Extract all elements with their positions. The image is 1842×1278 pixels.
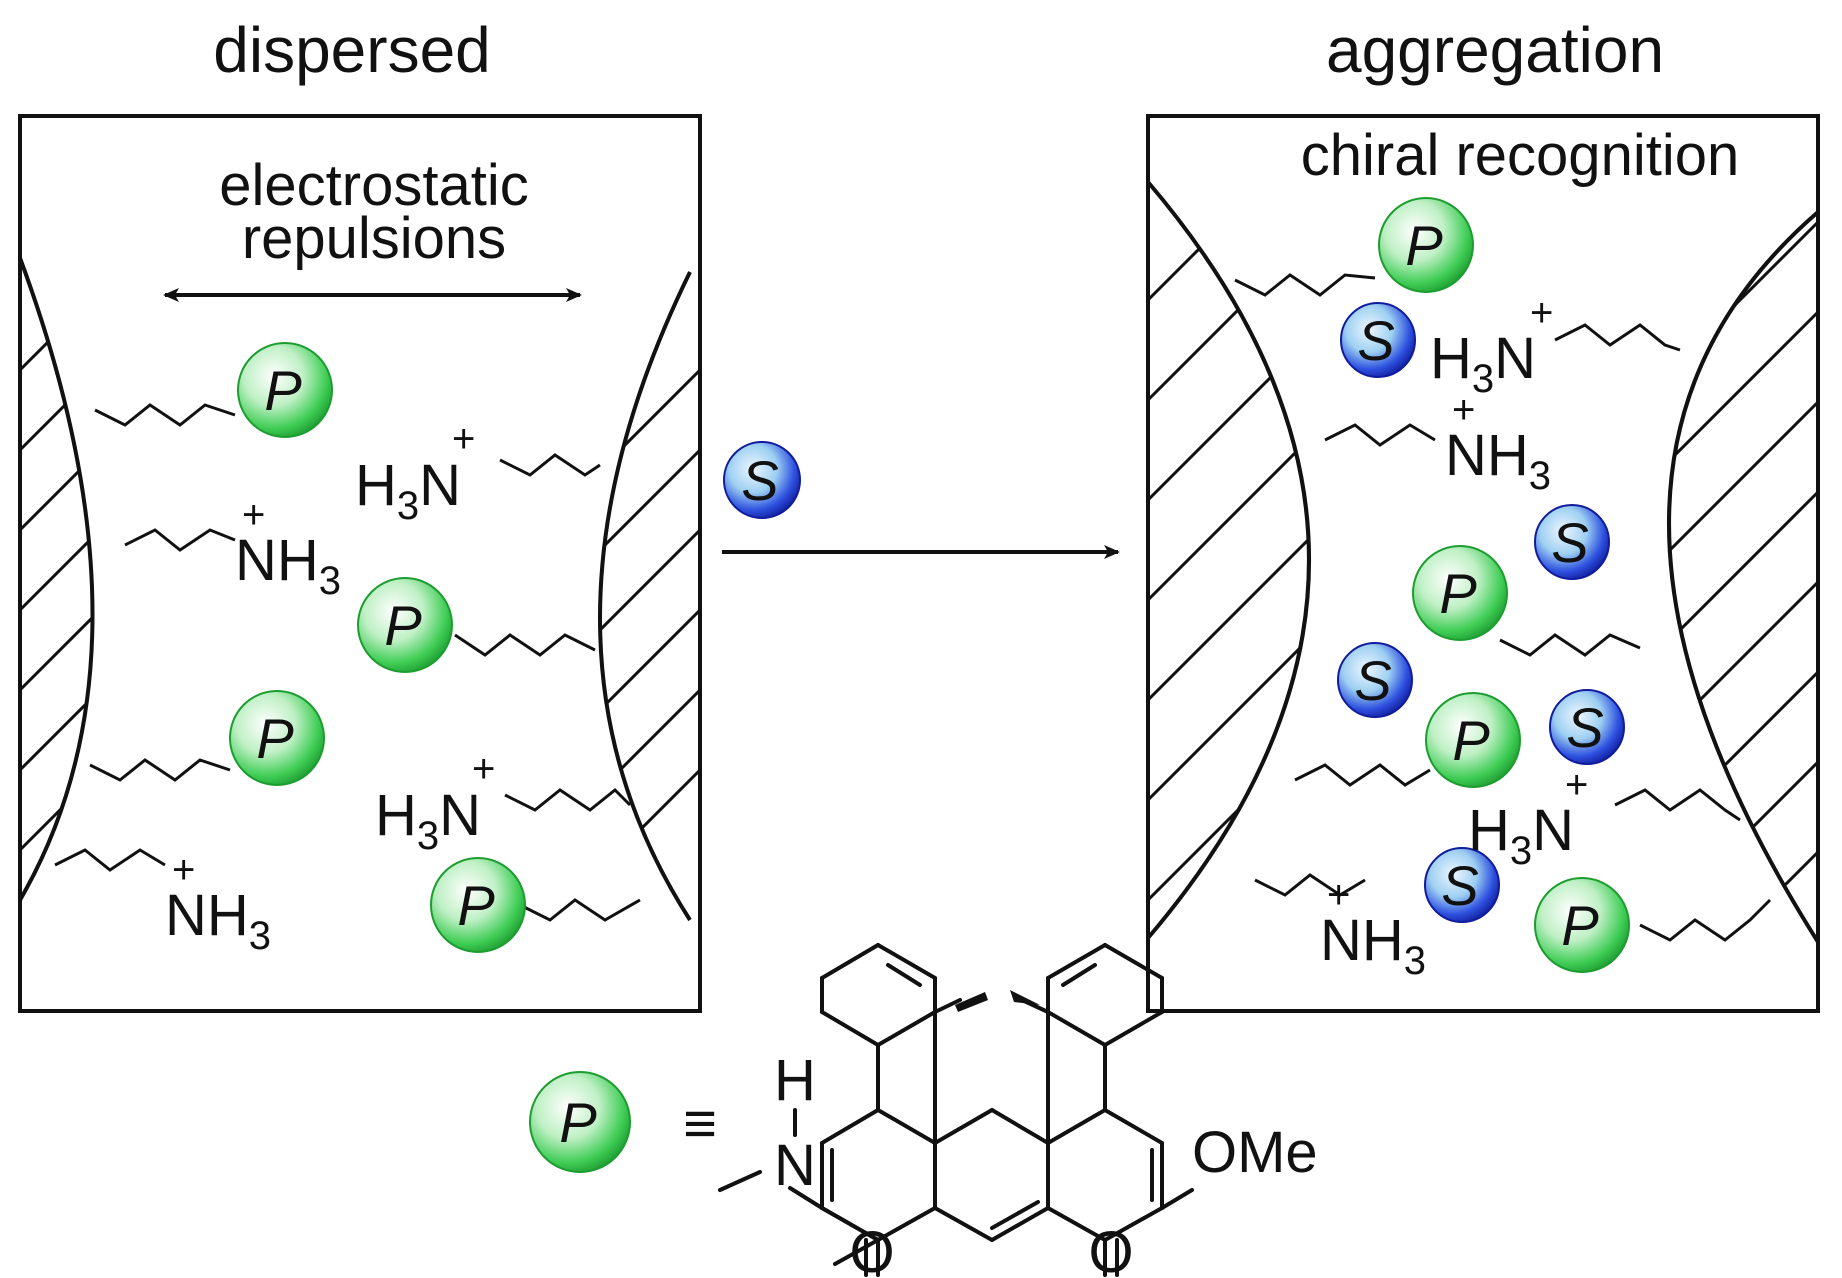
p-bead: P: [529, 1071, 631, 1173]
amide-n: N: [774, 1133, 816, 1198]
svg-text:S: S: [1566, 696, 1603, 759]
p-bead: P: [357, 577, 453, 673]
electrostatic-label: electrostatic: [219, 153, 528, 218]
s-bead: S: [1340, 302, 1416, 378]
s-bead: S: [723, 441, 801, 519]
svg-text:+: +: [472, 747, 495, 791]
right-linkers: [1234, 273, 1772, 942]
svg-text:P: P: [1561, 894, 1598, 957]
h3n-plus-group: H3N +: [355, 417, 475, 528]
svg-text:P: P: [1452, 709, 1489, 772]
svg-text:NH3: NH3: [235, 528, 341, 603]
equivalence-symbol: ≡: [683, 1091, 717, 1156]
ester-o: O: [1088, 1220, 1133, 1278]
p-bead: P: [1378, 197, 1474, 293]
svg-text:P: P: [1405, 214, 1442, 277]
s-bead: S: [1424, 847, 1500, 923]
svg-text:P: P: [256, 707, 293, 770]
h3n-plus-group: H3N +: [1468, 763, 1588, 873]
right-particle-surface-b: [1667, 210, 1820, 944]
p-bead: P: [1425, 692, 1521, 788]
nh3-plus-group: NH3 +: [165, 848, 271, 958]
svg-text:NH3: NH3: [1320, 908, 1426, 983]
p-bead: P: [430, 857, 526, 953]
svg-text:S: S: [1354, 649, 1391, 712]
svg-text:H3N: H3N: [1430, 326, 1536, 401]
stereo-wedge-bond: [1010, 990, 1040, 1005]
nh3-plus-group: NH3 +: [1320, 873, 1426, 983]
p-bead: P: [1412, 545, 1508, 641]
s-bead: S: [1534, 504, 1610, 580]
left-linkers: [54, 403, 641, 922]
svg-text:P: P: [457, 874, 494, 937]
repulsions-label: repulsions: [242, 206, 506, 271]
s-bead: S: [1337, 642, 1413, 718]
amide-o: O: [849, 1220, 894, 1278]
left-particle-surface-a: [18, 257, 95, 902]
ester-ome: OMe: [1192, 1120, 1318, 1185]
left-particle-surface-b: [598, 271, 700, 922]
s-bead: S: [1549, 689, 1625, 765]
chiral-recognition-label: chiral recognition: [1301, 123, 1739, 188]
svg-text:+: +: [242, 493, 265, 537]
svg-text:+: +: [452, 417, 475, 461]
h3n-plus-group: H3N +: [375, 747, 495, 858]
stereo-hash-bond: [955, 992, 988, 1012]
h3n-plus-group: H3N +: [1430, 291, 1553, 401]
svg-text:+: +: [1530, 291, 1553, 335]
p-structure: [718, 943, 1194, 1277]
svg-text:H3N: H3N: [1468, 798, 1574, 873]
svg-text:S: S: [1357, 309, 1394, 372]
svg-text:S: S: [1551, 511, 1588, 574]
svg-text:P: P: [559, 1091, 596, 1154]
svg-text:+: +: [1565, 763, 1588, 807]
amide-h: H: [774, 1048, 816, 1113]
svg-text:+: +: [1452, 388, 1475, 432]
svg-text:+: +: [1327, 873, 1350, 917]
svg-text:NH3: NH3: [1445, 423, 1551, 498]
p-bead: P: [1534, 877, 1630, 973]
svg-text:P: P: [1439, 562, 1476, 625]
svg-text:H3N: H3N: [355, 453, 461, 528]
svg-text:P: P: [264, 359, 301, 422]
p-bead: P: [237, 342, 333, 438]
svg-text:+: +: [172, 848, 195, 892]
svg-text:NH3: NH3: [165, 883, 271, 958]
svg-text:S: S: [1441, 854, 1478, 917]
left-panel-title: dispersed: [213, 14, 491, 86]
svg-text:P: P: [384, 594, 421, 657]
left-panel-frame: [18, 114, 702, 1013]
svg-text:S: S: [741, 449, 778, 512]
nh3-plus-group: NH3 +: [1445, 388, 1551, 498]
svg-text:H3N: H3N: [375, 783, 481, 858]
p-bead: P: [229, 690, 325, 786]
right-panel-frame: [1146, 114, 1820, 1013]
right-panel-title: aggregation: [1326, 14, 1664, 86]
nh3-plus-group: NH3 +: [235, 493, 341, 603]
